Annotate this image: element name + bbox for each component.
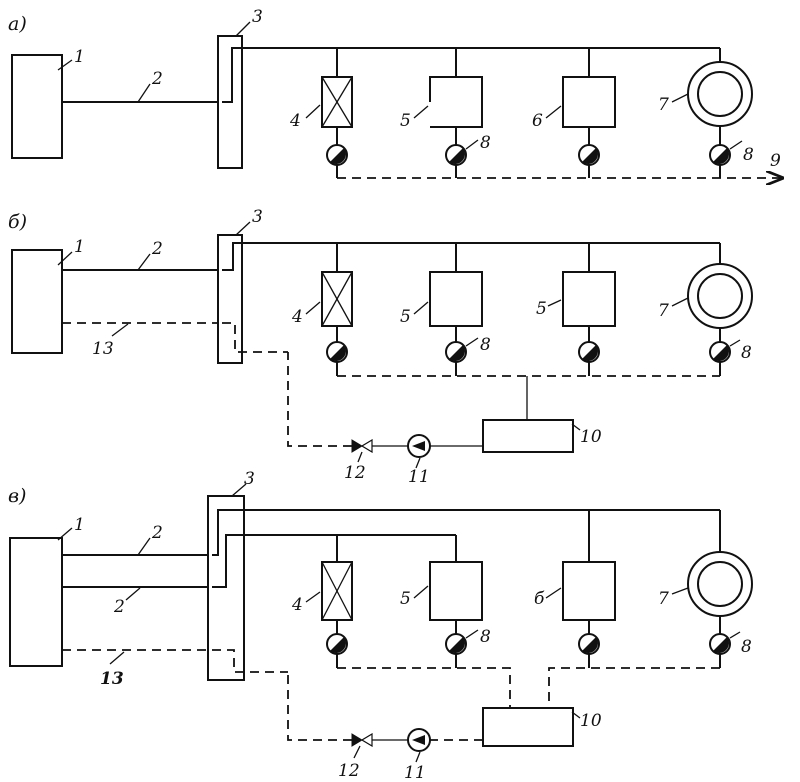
label-tank: 10	[580, 711, 602, 731]
label-valve-mid: 8	[480, 133, 491, 153]
label-outlet: 9	[770, 151, 781, 171]
label-check-valve: 12	[338, 761, 360, 781]
valve-icon	[326, 144, 348, 166]
label-engine: 1	[74, 237, 85, 257]
section-b: б) 1 2 13 3 4 5 8	[8, 207, 753, 487]
tank	[482, 419, 574, 453]
unit-5	[429, 561, 483, 621]
tank	[482, 707, 574, 747]
label-unit5: 5	[400, 589, 411, 609]
label-valve-right: 8	[741, 637, 752, 657]
label-unit6: б	[534, 589, 545, 609]
drain-line	[548, 667, 720, 708]
label-ring: 7	[658, 95, 669, 115]
section-label: в)	[8, 485, 26, 507]
valve-icon	[445, 633, 467, 655]
label-unit5: 5	[400, 307, 411, 327]
label-engine: 1	[74, 47, 85, 67]
distribution-hub	[217, 234, 243, 364]
section-a: а) 1 2 3 4 5 8	[8, 7, 782, 178]
label-unit5: 5	[400, 111, 411, 131]
unit-6	[562, 271, 616, 327]
label-shaft: 2	[151, 239, 163, 259]
label-engine: 1	[74, 515, 85, 535]
section-label: б)	[8, 211, 27, 233]
label-shaft-upper: 2	[151, 523, 163, 543]
label-hub: 3	[252, 7, 263, 27]
valve-icon	[578, 341, 600, 363]
unit-6	[562, 76, 616, 128]
valve-icon	[709, 144, 731, 166]
valve-icon	[326, 633, 348, 655]
label-tank: 10	[580, 427, 602, 447]
section-c: в) 1 2 2 13 3 4	[8, 469, 753, 782]
label-shaft-lower: 2	[113, 597, 125, 617]
label-heater: 4	[291, 595, 303, 615]
label-pump: 11	[408, 467, 430, 487]
label-return: 13	[92, 339, 114, 359]
valve-icon	[578, 633, 600, 655]
label-ring: 7	[658, 301, 669, 321]
label-heater: 4	[291, 307, 303, 327]
label-pump: 11	[404, 763, 426, 782]
unit-6	[562, 561, 616, 621]
unit-5	[429, 76, 483, 128]
engine-block	[11, 54, 63, 159]
label-hub: 3	[244, 469, 255, 489]
drain-line	[337, 667, 511, 708]
label-valve-mid: 8	[480, 335, 491, 355]
label-return: 13	[100, 669, 124, 689]
engine-block	[9, 537, 63, 667]
label-heater: 4	[289, 111, 301, 131]
label-shaft: 2	[151, 69, 163, 89]
section-label: а)	[8, 13, 27, 35]
valve-icon	[709, 341, 731, 363]
unit-5	[429, 271, 483, 327]
valve-icon	[326, 341, 348, 363]
valve-icon	[445, 341, 467, 363]
label-ring: 7	[658, 589, 669, 609]
label-valve-right: 8	[741, 343, 752, 363]
label-unit6: 6	[532, 111, 543, 131]
valve-icon	[709, 633, 731, 655]
engine-block	[11, 249, 63, 354]
label-valve-right: 8	[743, 145, 754, 165]
valve-icon	[578, 144, 600, 166]
label-unit6: 5	[536, 299, 547, 319]
valve-icon	[445, 144, 467, 166]
label-valve-mid: 8	[480, 627, 491, 647]
label-check-valve: 12	[344, 463, 366, 483]
label-hub: 3	[252, 207, 263, 227]
